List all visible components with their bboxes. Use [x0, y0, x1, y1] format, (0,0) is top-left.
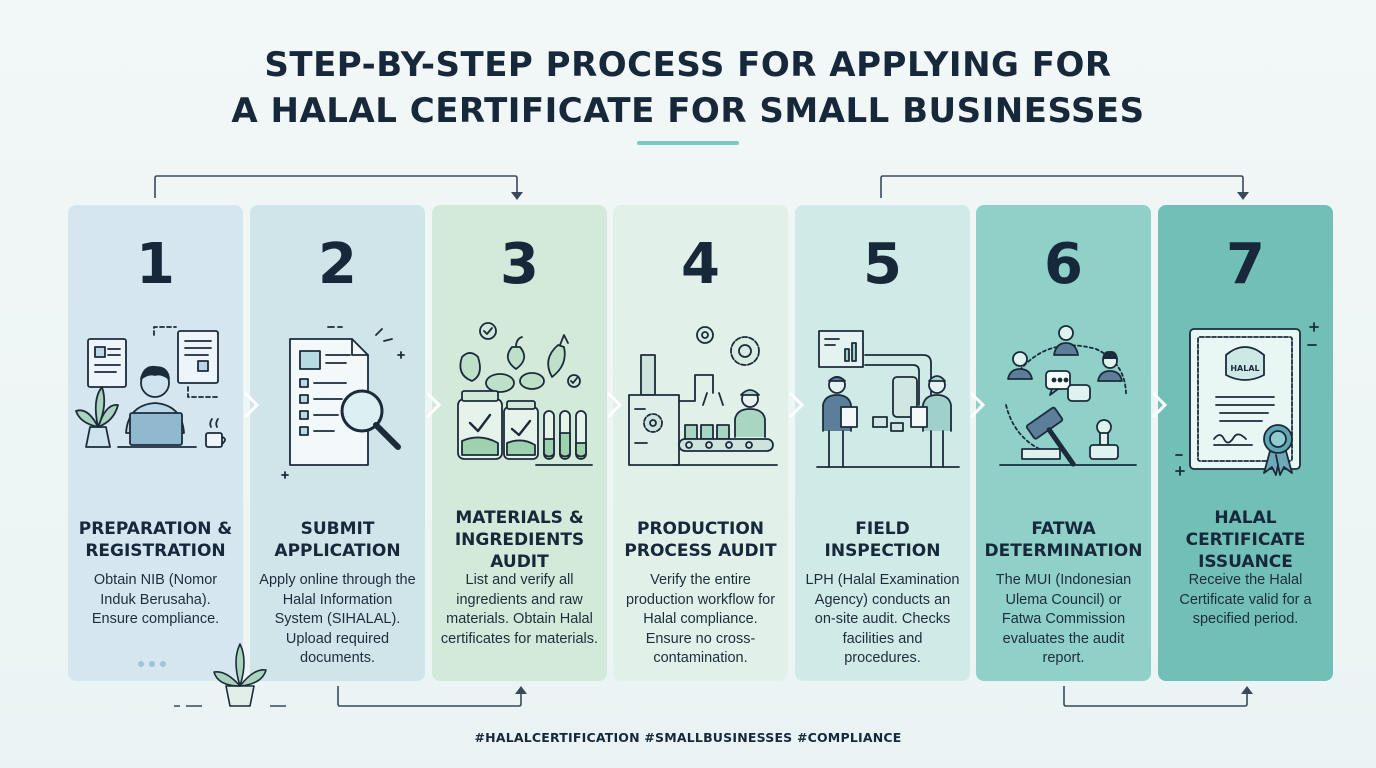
step-title: PRODUCTION PROCESS AUDIT	[624, 519, 777, 561]
arrowhead-up-7	[1241, 686, 1253, 694]
dot	[138, 661, 144, 667]
step-description: Apply online through the Halal Informati…	[259, 572, 416, 666]
step-number: 3	[500, 232, 539, 297]
connector-bottom-2-to-3	[337, 686, 522, 707]
factory-conveyor-icon	[628, 326, 778, 466]
page-title: STEP-BY-STEP PROCESS FOR APPLYING FOR A …	[0, 42, 1376, 134]
connector-top-5-to-7	[880, 175, 1244, 198]
plant-icon	[213, 643, 267, 707]
step-number: 6	[1044, 232, 1083, 297]
step-description: Verify the entire production workflow fo…	[625, 572, 776, 666]
step-panel-2: 2 SUBMIT APPLICATION Apply online throug…	[250, 205, 425, 681]
chevron-right-icon	[243, 392, 259, 418]
title-underline	[637, 141, 739, 145]
arrowhead-down-7	[1237, 192, 1249, 200]
step-number: 4	[681, 232, 720, 297]
title-line-1: STEP-BY-STEP PROCESS FOR APPLYING FOR	[264, 45, 1112, 85]
step-title: FATWA DETERMINATION	[984, 519, 1143, 561]
step-number: 7	[1226, 232, 1265, 297]
arrowhead-up-3	[515, 686, 527, 694]
certificate-seal-text: HALAL	[1230, 364, 1259, 373]
connector-top-1-to-3	[154, 175, 518, 198]
pagination-dots	[138, 654, 171, 672]
step-description: List and verify all ingredients and raw …	[440, 572, 599, 647]
person-at-laptop-icon	[75, 326, 226, 448]
chevron-right-icon	[788, 392, 804, 418]
step-title: MATERIALS & INGREDIENTS AUDIT	[454, 508, 585, 572]
step-panel-5: 5 FIELD INSPECTION LPH (Halal Examinatio…	[795, 205, 970, 681]
dot	[160, 661, 166, 667]
step-description: LPH (Halal Examination Agency) conducts …	[805, 572, 960, 666]
ingredients-jars-icon	[457, 322, 593, 466]
step-description: Receive the Halal Certificate valid for …	[1179, 572, 1312, 627]
dot	[149, 661, 155, 667]
council-gavel-icon	[999, 325, 1137, 467]
step-number: 1	[136, 232, 175, 297]
step-panel-7: 7 HALAL HALAL CERTIFICATE ISSUANCE Recei…	[1158, 205, 1333, 681]
step-title: FIELD INSPECTION	[824, 519, 941, 561]
document-magnifier-icon	[281, 326, 405, 479]
chevron-right-icon	[425, 392, 441, 418]
step-panel-1: 1 PREPARATION & REGISTRATION	[68, 205, 243, 681]
chevron-right-icon	[1151, 392, 1167, 418]
hashtags: #HALALCERTIFICATION #SMALLBUSINESSES #CO…	[474, 730, 902, 745]
title-line-2: A HALAL CERTIFICATE FOR SMALL BUSINESSES	[231, 91, 1145, 131]
inspectors-icon	[816, 330, 960, 468]
step-title: HALAL CERTIFICATE ISSUANCE	[1185, 508, 1306, 572]
step-title: PREPARATION & REGISTRATION	[78, 519, 233, 561]
arrowhead-down-3	[511, 192, 523, 200]
step-number: 2	[318, 232, 357, 297]
step-panel-4: 4 PRODUCTION PROCESS AUDIT Verify the en…	[613, 205, 788, 681]
step-panel-6: 6 FATWA DETERMINATION	[976, 205, 1151, 681]
certificate-icon: HALAL	[1175, 322, 1319, 476]
step-title: SUBMIT APPLICATION	[274, 519, 401, 561]
connector-bottom-6-to-7	[1063, 686, 1248, 707]
step-description: Obtain NIB (Nomor Induk Berusaha). Ensur…	[91, 572, 220, 627]
chevron-right-icon	[969, 392, 985, 418]
step-description: The MUI (Indonesian Ulema Council) or Fa…	[995, 572, 1132, 666]
chevron-right-icon	[606, 392, 622, 418]
step-number: 5	[863, 232, 902, 297]
step-panel-3: 3 MATERIALS &	[432, 205, 607, 681]
